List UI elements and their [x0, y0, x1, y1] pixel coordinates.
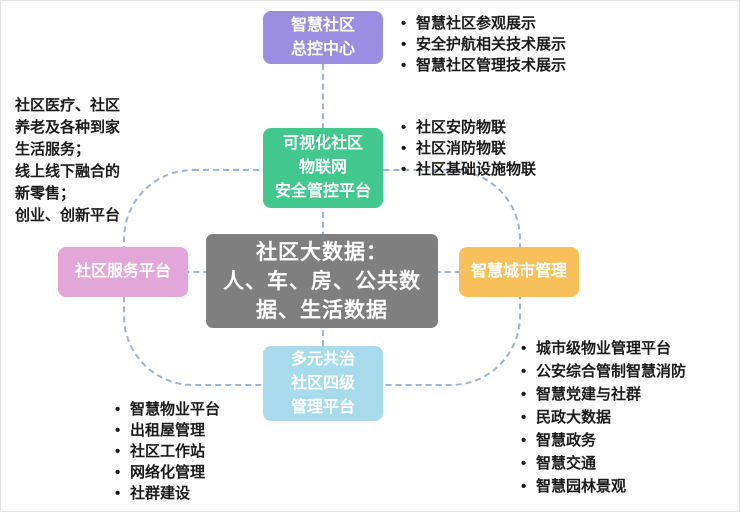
node-line: 可视化社区	[282, 135, 363, 152]
list-mid-right: 社区安防物联 社区消防物联 社区基础设施物联	[399, 117, 536, 180]
list-item: 公安综合管制智慧消防	[519, 360, 686, 383]
node-iot-platform: 可视化社区 物联网 安全管控平台	[263, 128, 383, 208]
node-line: 安全管控平台	[274, 183, 371, 200]
list-item: 安全护航相关技术展示	[399, 34, 566, 55]
node-line: 多元共治	[290, 350, 355, 368]
list-item: 智慧交通	[519, 452, 686, 475]
list-bottom-right: 城市级物业管理平台 公安综合管制智慧消防 智慧党建与社群 民政大数据 智慧政务 …	[519, 337, 686, 498]
node-line: 物联网	[298, 159, 347, 176]
note-line: 社区医疗、社区	[15, 97, 121, 114]
node-line: 智慧社区	[290, 16, 355, 34]
list-item: 社区工作站	[113, 441, 220, 462]
list-item: 社区消防物联	[399, 138, 536, 159]
node-line: 人、车、房、公共数	[223, 269, 421, 293]
node-line: 社区四级	[290, 374, 355, 392]
list-item: 智慧园林景观	[519, 475, 686, 498]
node-big-data: 社区大数据： 人、车、房、公共数 据、生活数据	[206, 234, 438, 328]
left-note: 社区医疗、社区 养老及各种到家 生活服务； 线上线下融合的 新零售； 创业、创新…	[15, 95, 165, 227]
list-bottom-left: 智慧物业平台 出租屋管理 社区工作站 网络化管理 社群建设	[113, 399, 220, 504]
list-item: 出租屋管理	[113, 420, 220, 441]
list-item: 民政大数据	[519, 406, 686, 429]
node-label: 社区服务平台	[74, 263, 171, 280]
list-item: 社区安防物联	[399, 117, 536, 138]
note-line: 创业、创新平台	[15, 207, 121, 224]
list-item: 社群建设	[113, 483, 220, 504]
note-line: 线上线下融合的	[15, 163, 121, 180]
node-service-platform: 社区服务平台	[58, 247, 188, 297]
list-item: 智慧物业平台	[113, 399, 220, 420]
list-item: 智慧政务	[519, 429, 686, 452]
node-line: 管理平台	[290, 398, 355, 416]
node-line: 据、生活数据	[256, 298, 388, 322]
node-label: 智慧城市管理	[470, 263, 567, 280]
list-item: 城市级物业管理平台	[519, 337, 686, 360]
node-governance-platform: 多元共治 社区四级 管理平台	[263, 346, 383, 421]
note-line: 新零售；	[15, 185, 76, 202]
list-item: 智慧党建与社群	[519, 383, 686, 406]
list-item: 社区基础设施物联	[399, 159, 536, 180]
node-line: 总控中心	[290, 40, 355, 58]
note-line: 养老及各种到家	[15, 119, 121, 136]
note-line: 生活服务；	[15, 141, 91, 158]
node-city-management: 智慧城市管理	[459, 247, 579, 297]
list-top-right: 智慧社区参观展示 安全护航相关技术展示 智慧社区管理技术展示	[399, 13, 566, 76]
list-item: 智慧社区管理技术展示	[399, 55, 566, 76]
node-control-center: 智慧社区 总控中心	[263, 11, 383, 64]
list-item: 智慧社区参观展示	[399, 13, 566, 34]
list-item: 网络化管理	[113, 462, 220, 483]
node-line: 社区大数据：	[256, 240, 388, 264]
